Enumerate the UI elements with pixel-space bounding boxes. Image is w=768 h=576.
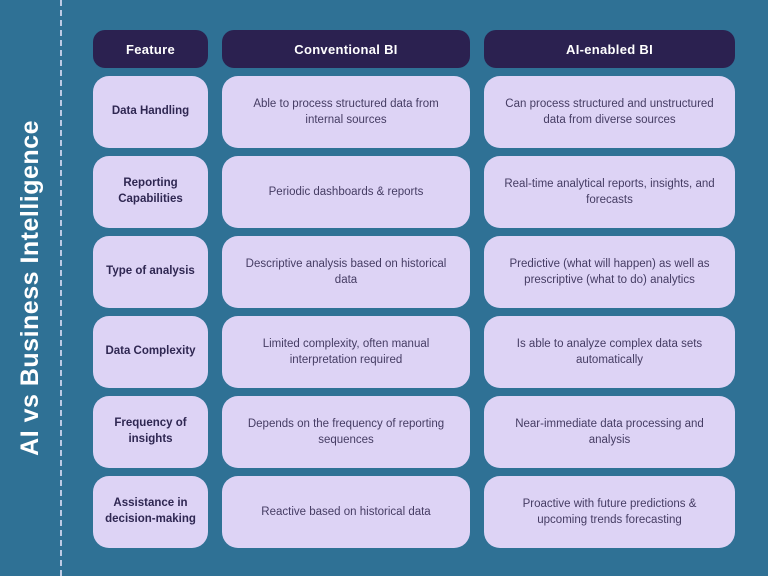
side-title-bar: AI vs Business Intelligence [0, 0, 60, 576]
header-ai-enabled-bi-label: AI-enabled BI [566, 41, 653, 57]
cell-text: Predictive (what will happen) as well as… [509, 257, 710, 286]
cell-text: Reactive based on historical data [261, 505, 431, 518]
conventional-cell-reporting-capabilities: Periodic dashboards & reports [222, 156, 470, 228]
feature-label: Type of analysis [106, 265, 195, 278]
feature-cell-frequency-of-insights: Frequency of insights [93, 396, 208, 468]
ai-cell-data-complexity: Is able to analyze complex data sets aut… [484, 316, 735, 388]
header-feature: Feature [93, 30, 208, 68]
conventional-cell-frequency-of-insights: Depends on the frequency of reporting se… [222, 396, 470, 468]
ai-cell-type-of-analysis: Predictive (what will happen) as well as… [484, 236, 735, 308]
ai-cell-data-handling: Can process structured and unstructured … [484, 76, 735, 148]
header-feature-label: Feature [125, 41, 176, 57]
header-conventional-bi: Conventional BI [222, 30, 470, 68]
header-conventional-bi-label: Conventional BI [294, 41, 398, 57]
cell-text: Is able to analyze complex data sets aut… [516, 337, 703, 366]
feature-cell-type-of-analysis: Type of analysis [93, 236, 208, 308]
feature-label: Data Handling [111, 105, 190, 118]
cell-text: Periodic dashboards & reports [268, 185, 424, 198]
conventional-cell-data-handling: Able to process structured data from int… [222, 76, 470, 148]
cell-text: Real-time analytical reports, insights, … [504, 177, 715, 206]
feature-label: Data Complexity [105, 345, 196, 358]
feature-cell-data-complexity: Data Complexity [93, 316, 208, 388]
cell-text: Proactive with future predictions & upco… [522, 497, 697, 526]
conventional-cell-type-of-analysis: Descriptive analysis based on historical… [222, 236, 470, 308]
cell-text: Near-immediate data processing and analy… [515, 417, 704, 446]
feature-label: Assistance in decision-making [105, 497, 196, 525]
comparison-table: Feature Conventional BI AI-enabled BI Da… [93, 30, 735, 548]
ai-cell-frequency-of-insights: Near-immediate data processing and analy… [484, 396, 735, 468]
ai-cell-reporting-capabilities: Real-time analytical reports, insights, … [484, 156, 735, 228]
cell-text: Can process structured and unstructured … [505, 97, 714, 126]
cell-text: Able to process structured data from int… [253, 97, 439, 126]
conventional-cell-data-complexity: Limited complexity, often manual interpr… [222, 316, 470, 388]
feature-label: Frequency of insights [114, 417, 187, 445]
dashed-divider [60, 0, 62, 576]
feature-label: Reporting Capabilities [118, 177, 183, 205]
feature-cell-assistance-in-decision-making: Assistance in decision-making [93, 476, 208, 548]
cell-text: Descriptive analysis based on historical… [245, 257, 447, 286]
header-ai-enabled-bi: AI-enabled BI [484, 30, 735, 68]
feature-cell-data-handling: Data Handling [93, 76, 208, 148]
cell-text: Limited complexity, often manual interpr… [262, 337, 430, 366]
page-title: AI vs Business Intelligence [15, 120, 44, 456]
cell-text: Depends on the frequency of reporting se… [247, 417, 445, 446]
ai-cell-assistance-in-decision-making: Proactive with future predictions & upco… [484, 476, 735, 548]
feature-cell-reporting-capabilities: Reporting Capabilities [93, 156, 208, 228]
conventional-cell-assistance-in-decision-making: Reactive based on historical data [222, 476, 470, 548]
